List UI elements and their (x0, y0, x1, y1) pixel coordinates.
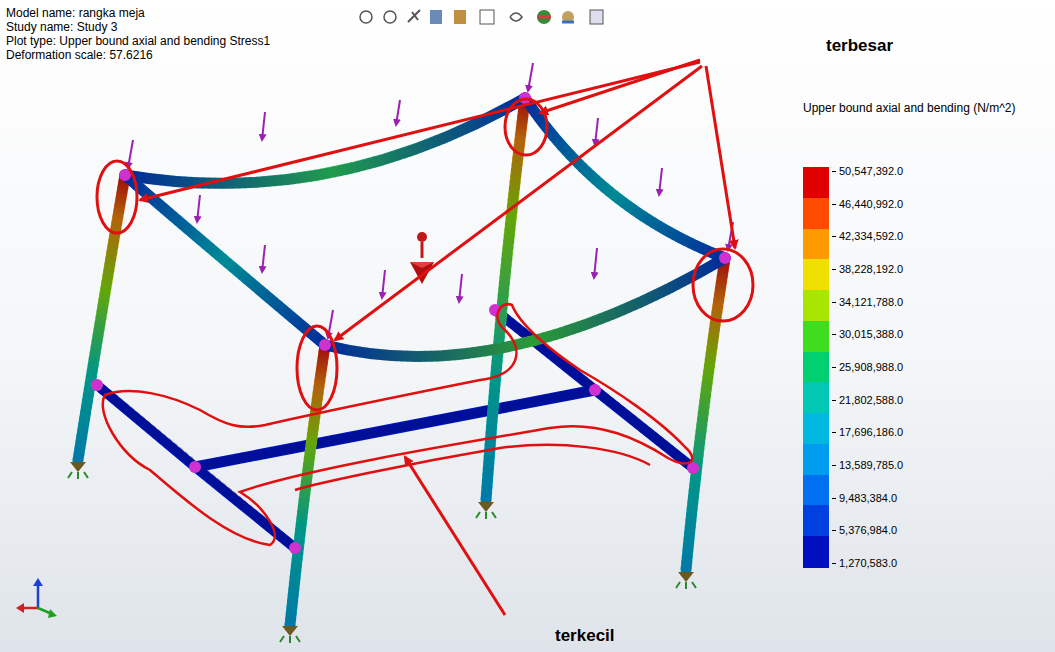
legend-value: 42,334,592.0 (839, 230, 903, 242)
top-beams (125, 98, 725, 356)
legend-value: 1,270,583.0 (839, 557, 897, 569)
tick-mark (832, 236, 836, 237)
color-band (803, 382, 829, 414)
plot-type: Plot type: Upper bound axial and bending… (6, 34, 270, 48)
deformation-scale: Deformation scale: 57.6216 (6, 48, 153, 62)
tick-mark (832, 432, 836, 433)
tick-mark (832, 498, 836, 499)
tick-mark (832, 204, 836, 205)
legend-value: 38,228,192.0 (839, 263, 903, 275)
axes-triad (16, 578, 57, 618)
legend-title: Upper bound axial and bending (N/m^2) (803, 101, 1015, 115)
tick-mark (832, 400, 836, 401)
tick-mark (832, 334, 836, 335)
study-name: Study name: Study 3 (6, 20, 117, 34)
legend-value: 30,015,388.0 (839, 328, 903, 340)
fixtures (68, 462, 696, 643)
color-band (803, 198, 829, 230)
color-band (803, 475, 829, 507)
callout-circles (97, 99, 753, 410)
legend-value: 25,908,988.0 (839, 361, 903, 373)
tick-mark (832, 302, 836, 303)
legend-value: 5,376,984.0 (839, 524, 897, 536)
legend-value: 9,483,384.0 (839, 492, 897, 504)
tick-mark (832, 269, 836, 270)
color-band (803, 259, 829, 291)
load-arrows (128, 63, 733, 338)
color-band (803, 290, 829, 322)
leader-arrows (140, 60, 735, 615)
legend-value: 17,696,186.0 (839, 426, 903, 438)
callout-label: terkecil (555, 626, 615, 646)
color-band (803, 413, 829, 445)
tick-mark (832, 367, 836, 368)
color-band (803, 505, 829, 537)
tick-mark (832, 563, 836, 564)
legend-value: 34,121,788.0 (839, 296, 903, 308)
tick-mark (832, 171, 836, 172)
legend-value: 13,589,785.0 (839, 459, 903, 471)
joints (91, 92, 731, 554)
color-band (803, 167, 829, 199)
legend-value: 50,547,392.0 (839, 165, 903, 177)
toolbar (360, 10, 603, 24)
color-band (803, 352, 829, 384)
callout-label: terbesar (826, 36, 893, 56)
color-band (803, 444, 829, 476)
model-name: Model name: rangka meja (6, 6, 145, 20)
region-outline (103, 304, 692, 545)
color-band (803, 321, 829, 353)
color-band (803, 229, 829, 261)
tick-mark (832, 530, 836, 531)
tick-mark (832, 465, 836, 466)
legend-value: 46,440,992.0 (839, 198, 903, 210)
color-band (803, 536, 829, 568)
legs (78, 98, 725, 625)
legend-value: 21,802,588.0 (839, 394, 903, 406)
